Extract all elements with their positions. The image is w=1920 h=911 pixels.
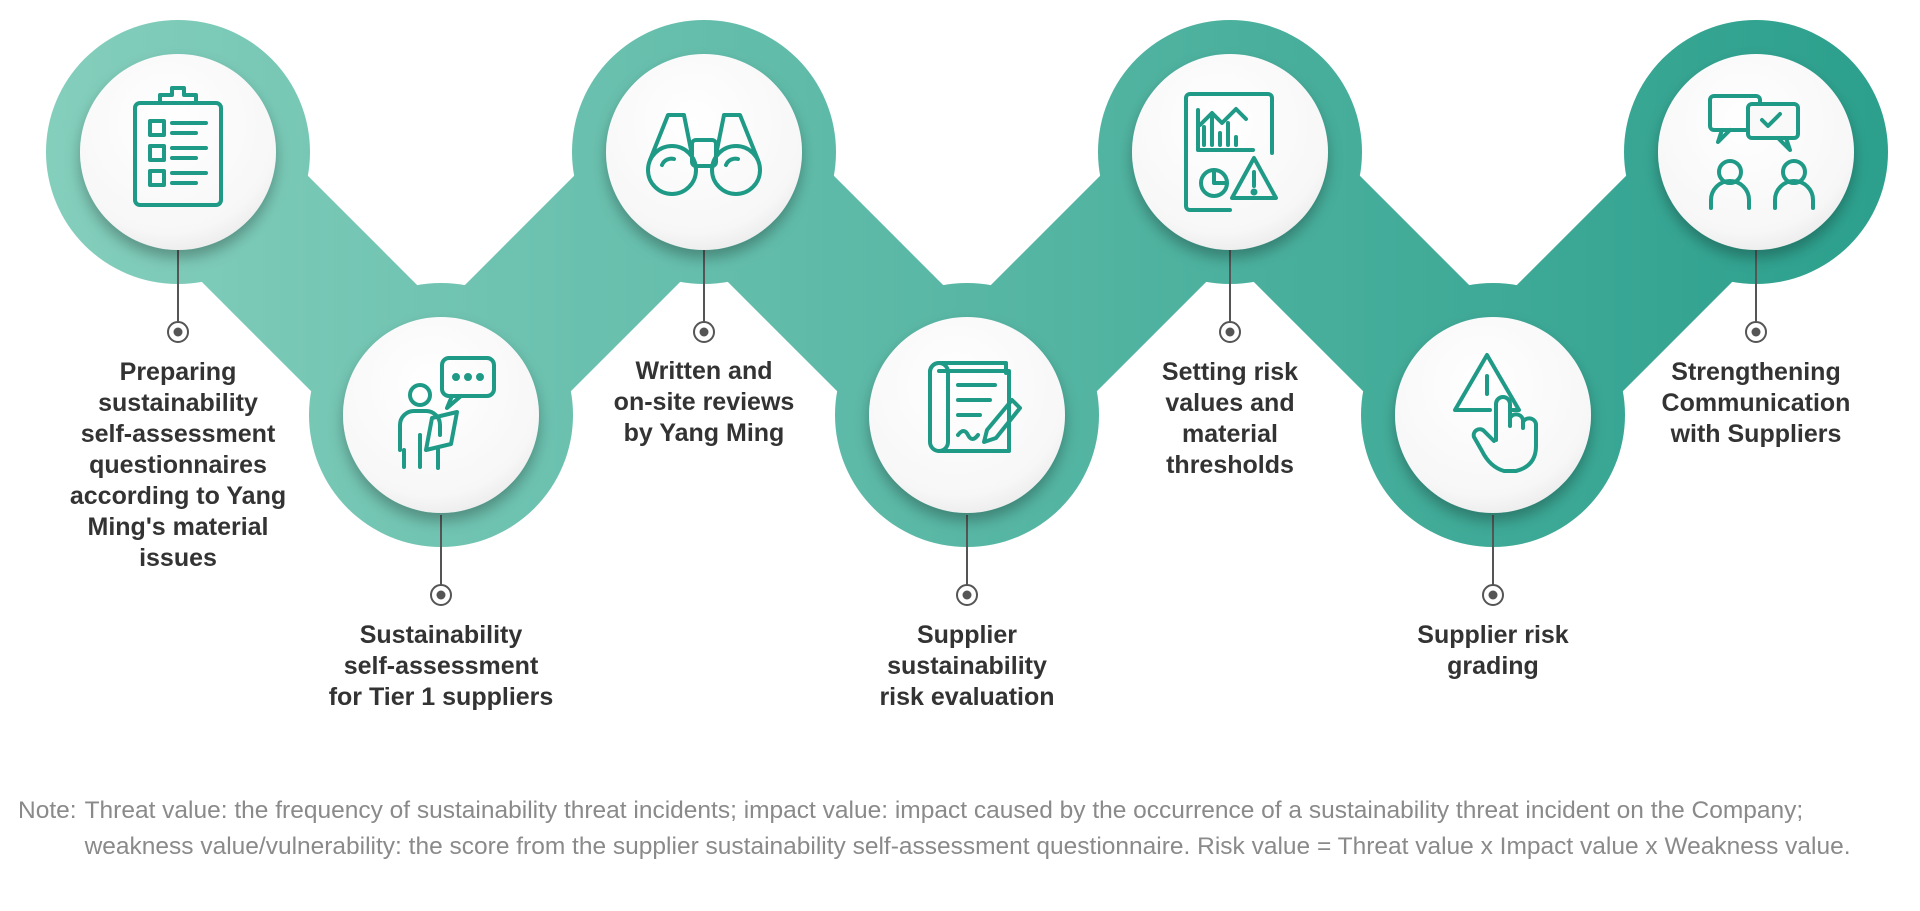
binoculars-icon xyxy=(646,113,762,196)
step-6 xyxy=(1395,317,1591,606)
step-7 xyxy=(1658,54,1854,343)
step-label-1: Preparing sustainability self-assessment… xyxy=(69,358,287,572)
icon-disc xyxy=(1395,317,1591,513)
icon-disc xyxy=(606,54,802,250)
step-label-7: Strengthening Communication with Supplie… xyxy=(1661,358,1851,448)
step-label-4: Supplier sustainability risk evaluation xyxy=(879,621,1055,711)
step-4 xyxy=(869,317,1065,606)
report-warning-icon xyxy=(1184,92,1278,212)
icon-disc xyxy=(80,54,276,250)
document-pen-icon xyxy=(928,361,1022,453)
footnote: Note: Threat value: the frequency of sus… xyxy=(18,793,1888,865)
footnote-text: Threat value: the frequency of sustainab… xyxy=(84,797,1851,860)
icon-disc xyxy=(1658,54,1854,250)
presenter-speech-icon xyxy=(398,356,496,470)
step-5 xyxy=(1132,54,1328,343)
step-2 xyxy=(343,317,539,606)
step-3 xyxy=(606,54,802,343)
step-label-2: Sustainability self-assessment for Tier … xyxy=(328,621,554,711)
step-1 xyxy=(80,54,276,343)
step-label-5: Setting risk values and material thresho… xyxy=(1161,358,1299,479)
step-label-3: Written and on-site reviews by Yang Ming xyxy=(613,357,795,447)
clipboard-checklist-icon xyxy=(133,86,223,207)
people-chat-icon xyxy=(1708,94,1815,210)
footnote-prefix: Note: xyxy=(18,797,77,824)
step-label-6: Supplier risk grading xyxy=(1417,621,1569,680)
warning-hand-icon xyxy=(1453,353,1538,473)
